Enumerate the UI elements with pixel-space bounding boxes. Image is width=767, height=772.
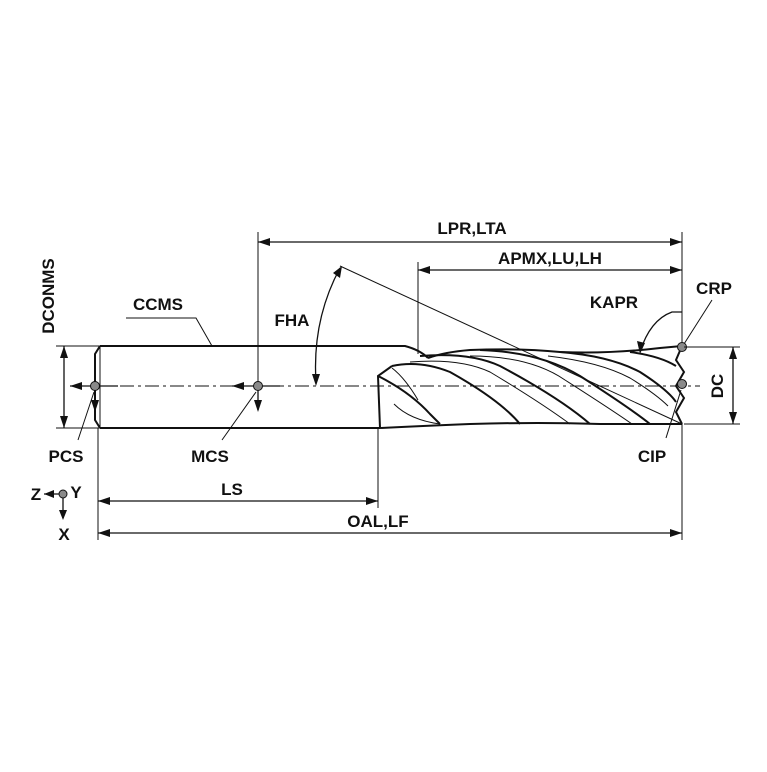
dc-label: DC — [708, 374, 727, 399]
oal-lf-dimension: OAL,LF — [98, 424, 683, 540]
oal-lf-label: OAL,LF — [347, 512, 408, 531]
pcs-label: PCS — [49, 447, 84, 466]
axis-y-label: Y — [70, 483, 82, 502]
lpr-lta-label: LPR,LTA — [437, 219, 506, 238]
mcs-point — [253, 381, 263, 391]
kapr-annotation: KAPR — [590, 293, 682, 354]
helical-flutes — [377, 349, 677, 425]
ccms-annotation: CCMS — [126, 295, 213, 347]
apmx-lu-lh-label: APMX,LU,LH — [498, 249, 602, 268]
dconms-dimension: DCONMS — [39, 258, 100, 429]
dc-dimension: DC — [684, 346, 740, 425]
ls-dimension: LS — [97, 428, 379, 540]
ccms-label: CCMS — [133, 295, 183, 314]
axis-z-label: Z — [31, 485, 41, 504]
pcs-annotation: PCS — [49, 381, 118, 466]
mcs-annotation: MCS — [191, 381, 280, 466]
cip-point — [677, 379, 687, 389]
axis-x-label: X — [58, 525, 70, 544]
cip-annotation: CIP — [638, 379, 687, 466]
dconms-label: DCONMS — [39, 258, 58, 334]
mcs-label: MCS — [191, 447, 229, 466]
kapr-label: KAPR — [590, 293, 638, 312]
axis-triad: Z Y X — [31, 483, 83, 544]
axis-origin-point — [58, 489, 68, 499]
crp-label: CRP — [696, 279, 732, 298]
fha-annotation: FHA — [275, 265, 683, 425]
fha-label: FHA — [275, 311, 310, 330]
cip-label: CIP — [638, 447, 666, 466]
lpr-lta-dimension: LPR,LTA — [257, 219, 683, 392]
apmx-lu-lh-dimension: APMX,LU,LH — [417, 249, 682, 354]
crp-annotation: CRP — [677, 279, 732, 352]
ls-label: LS — [221, 480, 243, 499]
pcs-point — [90, 381, 100, 391]
